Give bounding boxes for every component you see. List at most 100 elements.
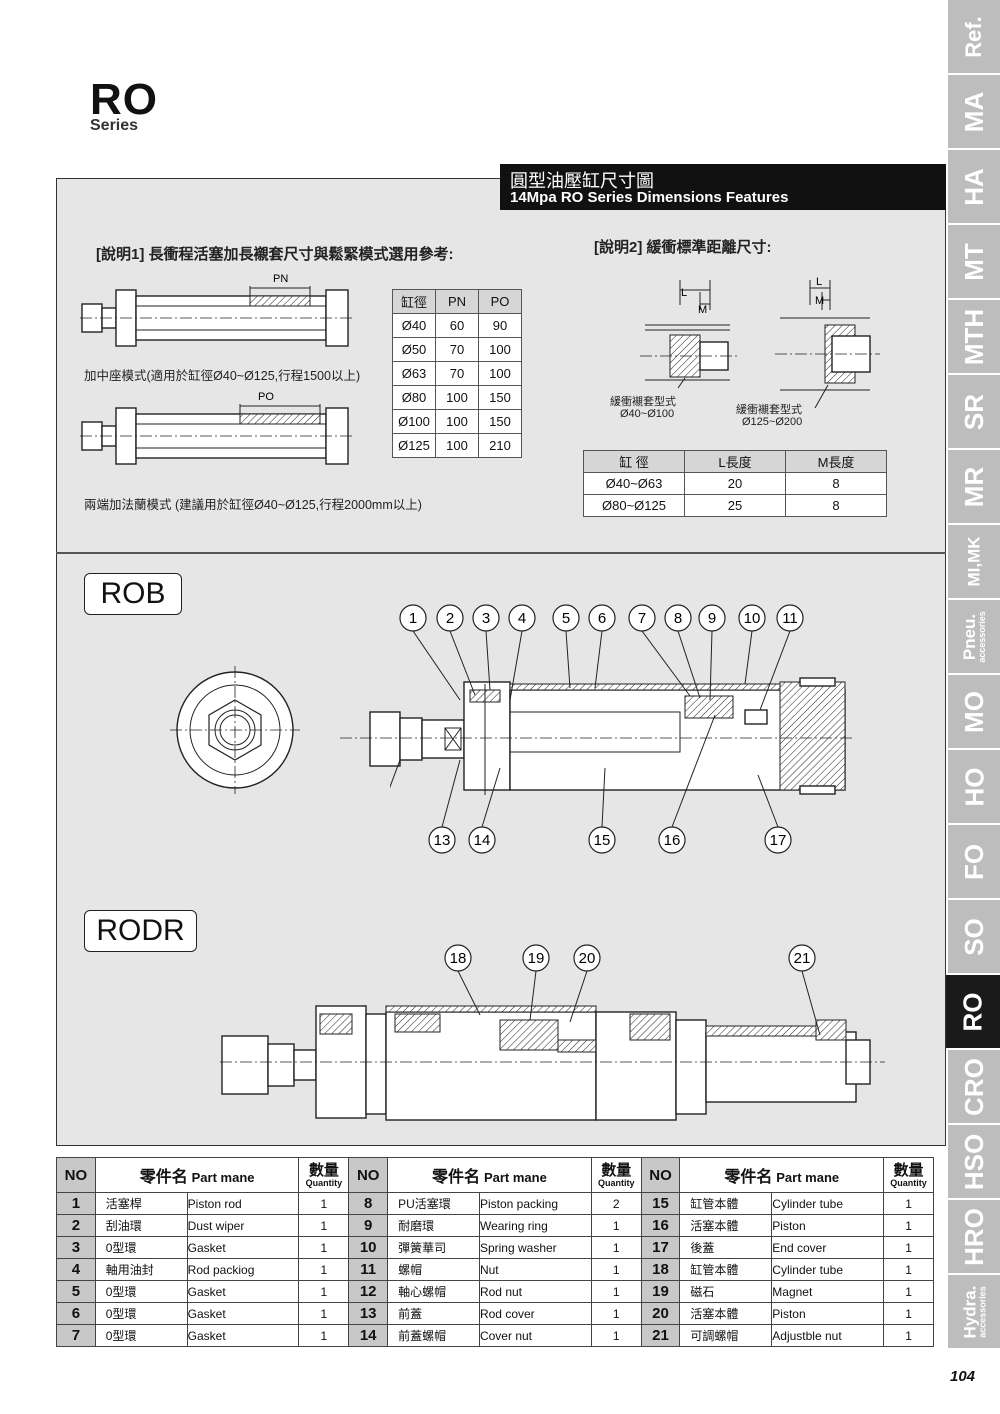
part-name-en: Piston — [771, 1214, 885, 1237]
side-tab-ma[interactable]: MA — [948, 75, 1000, 150]
side-tab-hso[interactable]: HSO — [948, 1125, 1000, 1200]
side-tab-sr[interactable]: SR — [948, 375, 1000, 450]
callout-number: 9 — [708, 610, 716, 627]
part-name-en: Gasket — [186, 1280, 300, 1303]
lm-table-cell: 25 — [684, 494, 786, 517]
parts-header-no: NO — [640, 1157, 681, 1193]
side-tab-text: SR — [959, 393, 989, 430]
part-no: 13 — [348, 1302, 389, 1325]
side-tab-mr[interactable]: MR — [948, 450, 1000, 525]
l-label-large: L — [816, 276, 822, 288]
part-name-en: Dust wiper — [186, 1214, 300, 1237]
parts-header-qty-en: Quantity — [305, 1177, 343, 1188]
side-tab-text: HRO — [959, 1207, 989, 1266]
side-tab-hydra[interactable]: Hydra.accessories — [948, 1275, 1000, 1350]
part-name-en: Cylinder tube — [771, 1258, 885, 1281]
pn-dimension-label: PN — [273, 273, 288, 285]
callout-number: 16 — [664, 832, 681, 849]
callout-3: 3 — [472, 604, 500, 691]
pn-table-cell: 150 — [478, 409, 522, 434]
callout-15: 15 — [588, 767, 616, 854]
side-tab-hro[interactable]: HRO — [948, 1200, 1000, 1275]
part-name-en: Rod cover — [478, 1302, 592, 1325]
callout-number: 3 — [482, 610, 490, 627]
callout-1: 1 — [399, 604, 461, 701]
side-tab-fo[interactable]: FO — [948, 825, 1000, 900]
section-header-zh: 圓型油壓缸尺寸圖 — [510, 171, 654, 191]
rob-end-view — [170, 666, 300, 794]
part-qty: 1 — [883, 1192, 934, 1215]
side-tab-mi-mk[interactable]: MI,MK — [948, 525, 1000, 600]
side-tab-text: HO — [959, 767, 989, 806]
callout-9: 9 — [698, 604, 726, 701]
side-tab-text: MR — [959, 466, 989, 507]
part-no: 16 — [640, 1214, 681, 1237]
part-name-en: Adjustble nut — [771, 1324, 885, 1347]
side-tab-so[interactable]: SO — [948, 900, 1000, 975]
callout-number: 10 — [744, 610, 761, 627]
part-name-en: Gasket — [186, 1302, 300, 1325]
callout-number: 20 — [579, 950, 596, 967]
part-name-en: Rod packiog — [186, 1258, 300, 1281]
lm-table-header: M長度 — [785, 450, 887, 473]
rob-callouts: 1234567891011121314151617 — [390, 604, 804, 854]
side-tab-text: MI,MK — [964, 536, 984, 587]
note2-caption1-type: 緩衝襯套型式 — [610, 396, 676, 408]
lm-table-cell: 8 — [785, 494, 887, 517]
side-tab-sub: accessories — [977, 1285, 988, 1338]
side-tab-ho[interactable]: HO — [948, 750, 1000, 825]
parts-header-no: NO — [348, 1157, 389, 1193]
part-name-en: Rod nut — [478, 1280, 592, 1303]
pn-table-cell: Ø125 — [392, 433, 436, 458]
rodr-label: RODR — [84, 910, 197, 952]
note2-caption1-range: Ø40~Ø100 — [620, 408, 675, 420]
parts-header-qty-en: Quantity — [597, 1177, 635, 1188]
part-name-zh: 0型環 — [94, 1302, 188, 1325]
callout-number: 14 — [474, 832, 491, 849]
side-tab-ref[interactable]: Ref. — [948, 0, 1000, 75]
m-label-large: M — [815, 295, 824, 307]
side-tab-ha[interactable]: HA — [948, 150, 1000, 225]
side-tab-sub: accessories — [976, 610, 987, 663]
part-name-en: Cover nut — [478, 1324, 592, 1347]
side-tab-label: MTH — [959, 308, 989, 364]
side-tab-cro[interactable]: CRO — [948, 1050, 1000, 1125]
note1-caption2: 兩端加法蘭模式 (建議用於缸徑Ø40~Ø125,行程2000mm以上) — [84, 498, 422, 512]
parts-header-name: 零件名 Part mane — [387, 1157, 592, 1193]
side-tab-text: HA — [959, 167, 989, 206]
part-qty: 1 — [590, 1280, 642, 1303]
callout-5: 5 — [552, 604, 580, 689]
pn-table-cell: 150 — [478, 385, 522, 410]
callout-12: 12 — [390, 759, 401, 789]
callout-number: 8 — [674, 610, 682, 627]
side-tab-mo[interactable]: MO — [948, 675, 1000, 750]
part-name-en: Nut — [478, 1258, 592, 1281]
part-name-zh: 可調螺帽 — [679, 1324, 773, 1347]
part-name-zh: 前蓋螺帽 — [387, 1324, 480, 1347]
note2-cushion-drawings: L M L M — [640, 276, 880, 409]
parts-header-name-en: Part mane — [483, 1170, 547, 1185]
part-qty: 1 — [298, 1236, 350, 1259]
parts-header-name-en: Part mane — [776, 1170, 840, 1185]
part-no: 11 — [348, 1258, 389, 1281]
callout-number: 15 — [594, 832, 611, 849]
side-tab-pneu[interactable]: Pneu.accessories — [948, 600, 1000, 675]
parts-header-name-zh: 零件名 — [139, 1169, 188, 1186]
part-no: 18 — [640, 1258, 681, 1281]
side-tab-label: HA — [959, 167, 989, 206]
side-tab-mt[interactable]: MT — [948, 225, 1000, 300]
section-header: 圓型油壓缸尺寸圖 14Mpa RO Series Dimensions Feat… — [500, 164, 946, 210]
lm-table-cell: Ø40~Ø63 — [583, 472, 685, 495]
part-name-en: Magnet — [771, 1280, 885, 1303]
part-name-en: Gasket — [186, 1324, 300, 1347]
side-tab-text: MO — [958, 690, 989, 733]
side-tab-ro[interactable]: RO — [944, 975, 1000, 1050]
side-tab-mth[interactable]: MTH — [948, 300, 1000, 375]
